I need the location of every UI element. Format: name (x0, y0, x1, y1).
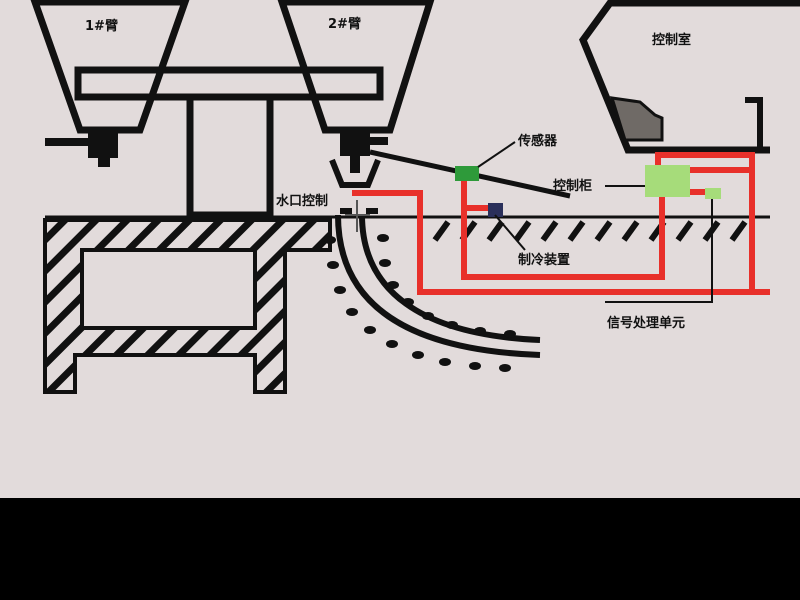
label-sensor: 传感器 (517, 133, 558, 149)
ladle-1 (30, 0, 190, 167)
ground-hatching (432, 220, 748, 242)
tundish (329, 158, 381, 188)
signal-unit-box (705, 188, 721, 199)
label-nozzle-control: 水口控制 (276, 193, 328, 209)
strand-rollers (324, 234, 516, 372)
bottom-black-band (0, 498, 800, 600)
continuous-casting-diagram: 1#臂 2#臂 控制室 传感器 控制柜 水口控制 制冷装置 信号处理单元 (30, 0, 800, 394)
label-signal-unit: 信号处理单元 (607, 315, 685, 331)
sensor-box (455, 166, 479, 181)
foundation (43, 218, 332, 394)
cooling-pipes (352, 152, 770, 295)
label-cooling-device: 制冷装置 (518, 252, 570, 268)
cooling-device-box (488, 203, 503, 217)
label-control-room: 控制室 (652, 32, 691, 48)
ladle-2 (277, 0, 435, 173)
leader-lines (477, 141, 713, 303)
diagram-canvas: 1#臂 2#臂 控制室 传感器 控制柜 水口控制 制冷装置 信号处理单元 (0, 0, 800, 498)
label-ladle-2: 2#臂 (328, 16, 361, 32)
label-ladle-1: 1#臂 (85, 18, 118, 34)
ladle-turret (74, 66, 384, 219)
control-room (579, 0, 800, 154)
control-cabinet-box (645, 165, 690, 197)
nozzle-control-mark (340, 200, 378, 232)
label-control-cabinet: 控制柜 (553, 178, 592, 194)
